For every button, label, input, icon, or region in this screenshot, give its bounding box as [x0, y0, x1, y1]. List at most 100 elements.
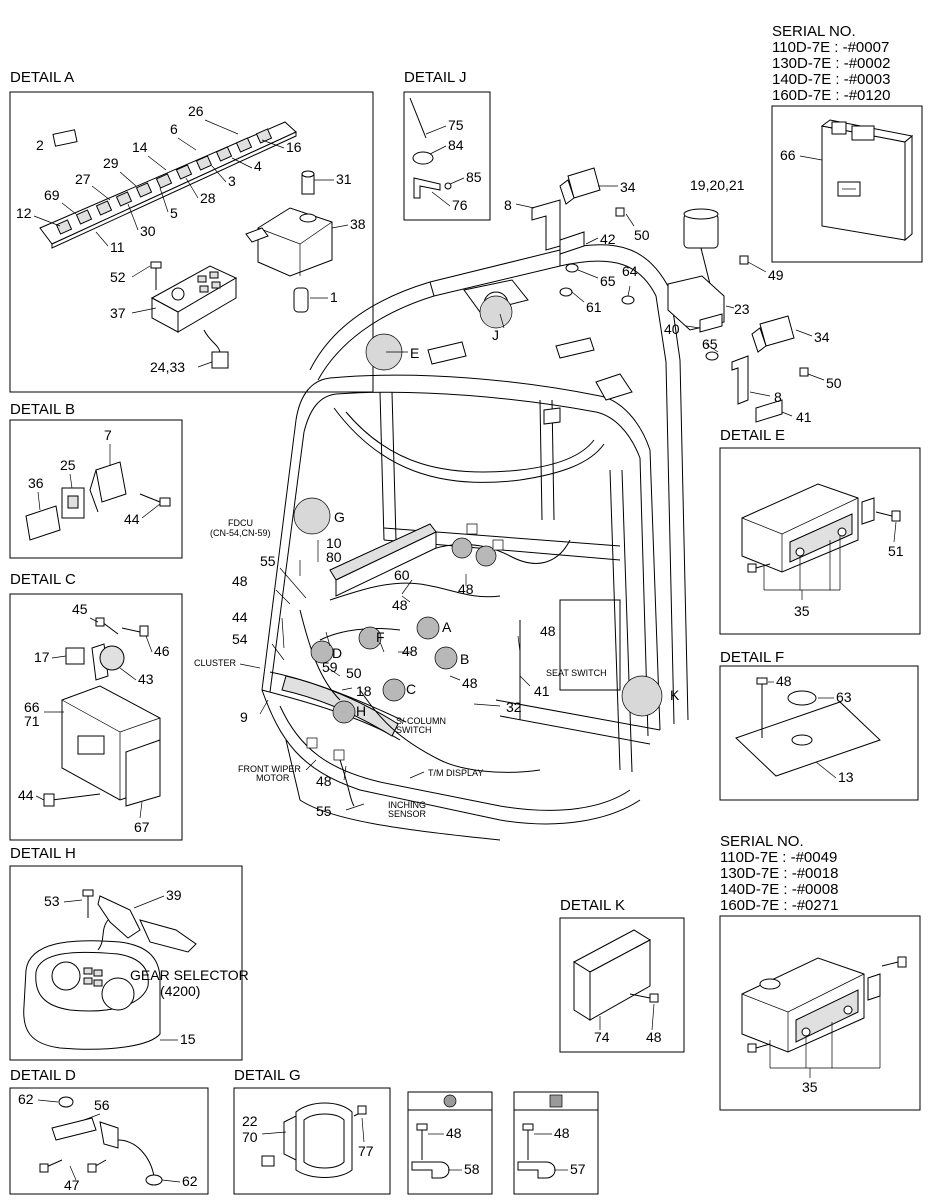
part-label: 25 — [60, 457, 76, 473]
part-label: 38 — [350, 216, 366, 232]
detail-h-title: DETAIL H — [10, 845, 76, 862]
detail-g-frame — [233, 1087, 391, 1195]
part-label: 41 — [534, 683, 550, 699]
part-label: 41 — [796, 409, 812, 425]
serial-line: 160D-7E : -#0120 — [772, 87, 890, 104]
detail-marker-label: G — [334, 509, 345, 525]
part-label: 7 — [104, 427, 112, 443]
switch-box-37 — [150, 265, 238, 333]
part-label: 22 — [242, 1113, 258, 1129]
part-label: 85 — [466, 169, 482, 185]
detail-a-title: DETAIL A — [10, 69, 74, 86]
part-label: 57 — [570, 1161, 586, 1177]
part-label: 15 — [180, 1031, 196, 1047]
part-label: 69 — [44, 187, 60, 203]
serial-line: 130D-7E : -#0002 — [772, 55, 890, 72]
tm-display-label: T/M DISPLAY — [428, 768, 483, 778]
bolt-53 — [82, 889, 94, 918]
part-label: 53 — [44, 893, 60, 909]
part-label: 65 — [600, 273, 616, 289]
serial-line: 140D-7E : -#0003 — [772, 71, 890, 88]
part-label: 52 — [110, 269, 126, 285]
part-label: 44 — [18, 787, 34, 803]
part-label: 6 — [170, 121, 178, 137]
part-label: 34 — [620, 179, 636, 195]
part-label: 60 — [394, 567, 410, 583]
plug-1 — [293, 287, 309, 313]
detail-marker-label: K — [670, 687, 680, 703]
part-label: 28 — [200, 190, 216, 206]
part-label: 32 — [506, 699, 522, 715]
part-label: 77 — [358, 1143, 374, 1159]
cluster-label: CLUSTER — [194, 658, 237, 668]
detail-b-frame — [9, 419, 183, 559]
part-label: 61 — [586, 299, 602, 315]
part-label: 59 — [322, 659, 338, 675]
bolt-52 — [150, 261, 162, 290]
controller-unit-66 — [820, 119, 914, 242]
detail-marker-label: C — [406, 681, 416, 697]
part-label: 27 — [75, 171, 91, 187]
inching-sensor-label: SENSOR — [388, 809, 427, 819]
part-label: 48 — [316, 773, 332, 789]
part-label: 35 — [794, 603, 810, 619]
part-label: 62 — [18, 1091, 34, 1107]
rocker-switches — [55, 128, 273, 235]
detail-c-title: DETAIL C — [10, 571, 76, 588]
part-label: 8 — [774, 389, 782, 405]
detail-f-frame — [719, 665, 919, 801]
part-label: 2 — [36, 137, 44, 153]
monitor-22 — [261, 1102, 367, 1178]
part-label: 62 — [182, 1173, 198, 1189]
detail-marker-label: D — [332, 645, 342, 661]
part-label: 48 — [446, 1125, 462, 1141]
part-label: 37 — [110, 305, 126, 321]
part-label: 4 — [254, 158, 262, 174]
part-label: 16 — [286, 139, 302, 155]
detail-marker-label: B — [460, 651, 469, 667]
detail-k-frame — [559, 917, 685, 1053]
part-label: 14 — [132, 139, 148, 155]
gear-selector-label: GEAR SELECTOR — [130, 967, 249, 983]
part-label: 23 — [734, 301, 750, 317]
part-label: 13 — [838, 769, 854, 785]
serial-line: 130D-7E : -#0018 — [720, 865, 838, 882]
part-label: 58 — [464, 1161, 480, 1177]
part-label: 71 — [24, 713, 40, 729]
detail-frame-serial-top — [771, 105, 923, 263]
part-label: 35 — [802, 1079, 818, 1095]
round-marker-icon — [443, 1094, 457, 1108]
detail-g-title: DETAIL G — [234, 1067, 301, 1084]
serial-heading: SERIAL NO. — [720, 833, 804, 850]
part-label: 3 — [228, 173, 236, 189]
clip-round-frame — [407, 1091, 493, 1195]
detail-j-title: DETAIL J — [404, 69, 467, 86]
inching-sensor-label: INCHING — [388, 800, 426, 810]
detail-marker-label: E — [410, 345, 419, 361]
detail-e-title: DETAIL E — [720, 427, 785, 444]
part-label: 9 — [240, 709, 248, 725]
part-label: 5 — [170, 205, 178, 221]
main-labels: 8 34 50 42 65 61 64 19,20,21 49 23 40 34… — [194, 177, 842, 819]
part-label: 47 — [64, 1177, 80, 1193]
fdcu-connectors: (CN-54,CN-59) — [210, 528, 271, 538]
clip-57 — [517, 1123, 556, 1179]
part-label: 55 — [260, 553, 276, 569]
detail-d-frame — [9, 1087, 209, 1195]
serial-line: 110D-7E : -#0007 — [772, 39, 889, 56]
part-label: 50 — [634, 227, 650, 243]
part-label: 55 — [316, 803, 332, 819]
part-label: 67 — [134, 819, 150, 835]
part-label: 56 — [94, 1097, 110, 1113]
part-label: 84 — [448, 137, 464, 153]
part-label: 48 — [402, 643, 418, 659]
detail-h-frame — [9, 865, 243, 1061]
part-label: 66 — [24, 699, 40, 715]
detail-marker-label: A — [442, 619, 452, 635]
detail-c-parts — [43, 617, 161, 807]
detail-a-frame — [9, 91, 374, 393]
part-label: 64 — [622, 263, 638, 279]
part-label: 54 — [232, 631, 248, 647]
part-label: 48 — [540, 623, 556, 639]
floor-plate-13 — [735, 677, 881, 777]
